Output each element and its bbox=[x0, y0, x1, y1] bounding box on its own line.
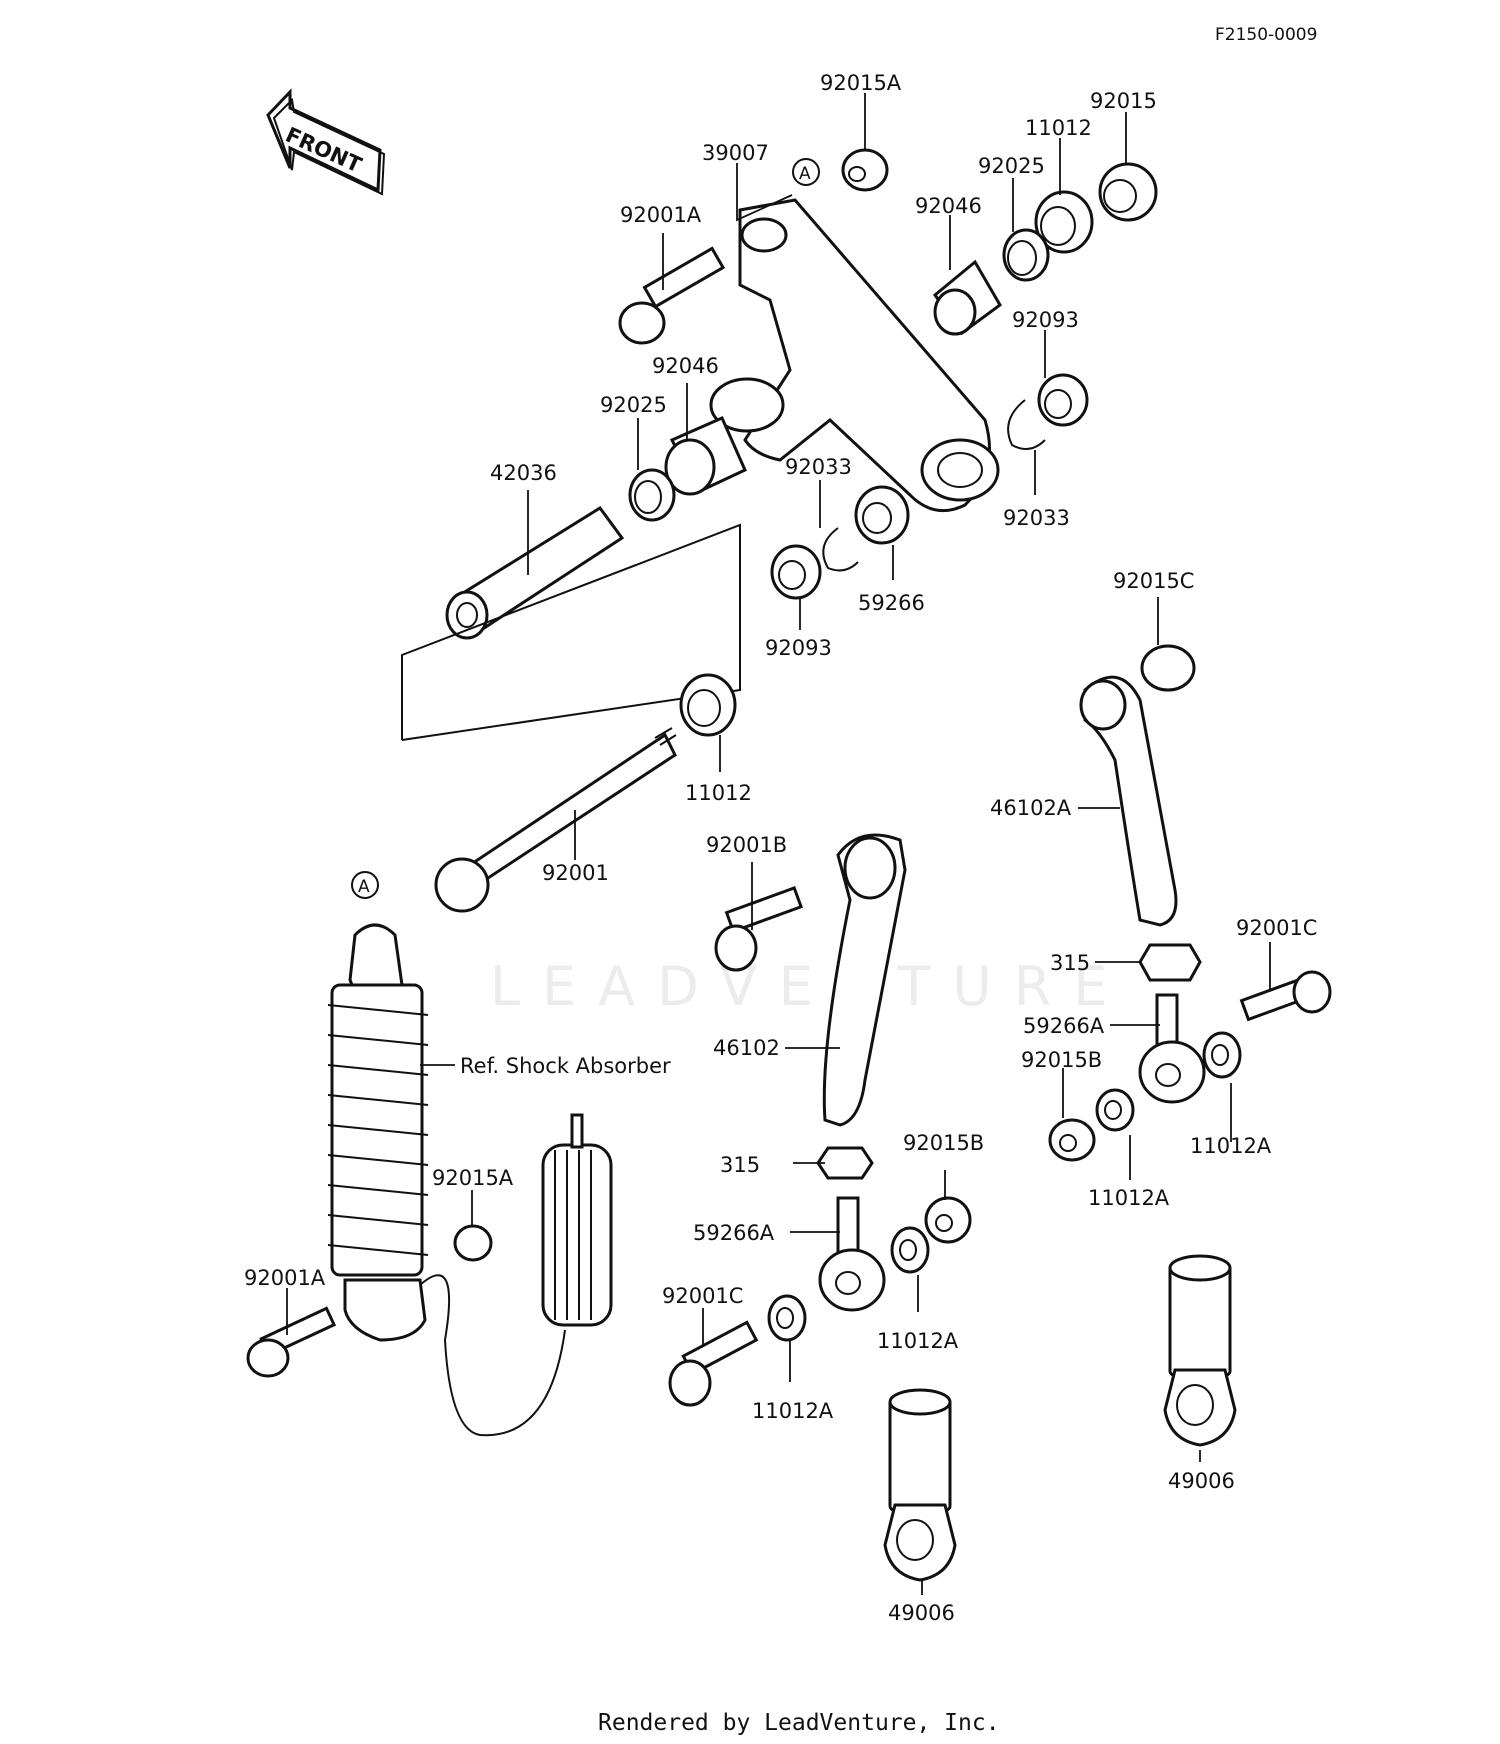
circlip-92033-mid bbox=[822, 527, 859, 572]
label-92033-right: 92033 bbox=[1003, 506, 1070, 530]
label-92001C-mid: 92001C bbox=[662, 1284, 743, 1308]
nut-315-mid bbox=[816, 1146, 874, 1180]
label-92093-left: 92093 bbox=[765, 636, 832, 660]
label-11012A-m2: 11012A bbox=[877, 1329, 959, 1353]
bearing-11012-top bbox=[1034, 190, 1094, 254]
bracket-lines bbox=[401, 523, 741, 741]
rod-end-59266A-mid bbox=[818, 1196, 886, 1312]
pipe-42036 bbox=[445, 505, 625, 640]
seal-92093-left bbox=[770, 544, 822, 600]
label-92046-right: 92046 bbox=[915, 194, 982, 218]
bearing-59266 bbox=[854, 485, 910, 545]
label-59266A-right: 59266A bbox=[1023, 1014, 1105, 1038]
label-59266: 59266 bbox=[858, 591, 925, 615]
bolt-92001 bbox=[434, 727, 677, 913]
label-92015C: 92015C bbox=[1113, 569, 1194, 593]
footer-credit: Rendered by LeadVenture, Inc. bbox=[598, 1710, 1000, 1736]
label-92033-mid: 92033 bbox=[785, 455, 852, 479]
label-46102A: 46102A bbox=[990, 796, 1072, 820]
shock-absorber bbox=[327, 923, 613, 1437]
washer-11012A-r2 bbox=[1095, 1088, 1135, 1132]
label-11012A-m1: 11012A bbox=[752, 1399, 834, 1423]
label-92093-right: 92093 bbox=[1012, 308, 1079, 332]
diagram-id: F2150-0009 bbox=[1215, 25, 1317, 45]
label-ref-shock: Ref. Shock Absorber bbox=[460, 1054, 671, 1078]
nut-315-right bbox=[1138, 943, 1202, 982]
label-92001A-top: 92001A bbox=[620, 203, 702, 227]
seal-92025-left bbox=[628, 468, 676, 522]
tie-rod-46102 bbox=[822, 833, 907, 1127]
watermark-text: LEADVENTURE bbox=[490, 955, 1129, 1018]
front-arrow-icon: FRONT bbox=[266, 88, 386, 196]
leader-lines bbox=[286, 93, 1271, 1595]
bolt-92001A-low bbox=[246, 1306, 337, 1378]
bearing-11012-mid bbox=[679, 673, 737, 737]
collar-92015A-low bbox=[453, 1224, 493, 1262]
collar-92015A-top bbox=[841, 148, 889, 192]
washer-11012A-m2 bbox=[890, 1226, 930, 1274]
part-labels: 92015A 92015 11012 39007 92025 92001A 92… bbox=[244, 71, 1317, 1625]
label-92015A-top: 92015A bbox=[820, 71, 902, 95]
callout-marker-shock: A bbox=[351, 871, 379, 899]
collar-92015-top bbox=[1098, 162, 1158, 222]
nut-92015B-right bbox=[1048, 1118, 1096, 1162]
bolt-92001C-mid bbox=[668, 1320, 759, 1407]
label-92025-left: 92025 bbox=[600, 393, 667, 417]
sleeve-92046-left bbox=[664, 416, 747, 496]
rod-end-49006-right bbox=[1163, 1254, 1237, 1447]
label-39007: 39007 bbox=[702, 141, 769, 165]
rocker-arm bbox=[709, 198, 1000, 513]
svg-text:A: A bbox=[799, 164, 811, 184]
label-59266A-mid: 59266A bbox=[693, 1221, 775, 1245]
washer-11012A-r1 bbox=[1202, 1031, 1242, 1079]
label-11012-mid: 11012 bbox=[685, 781, 752, 805]
label-49006-right: 49006 bbox=[1168, 1469, 1235, 1493]
rod-end-49006-mid bbox=[883, 1388, 957, 1582]
svg-text:A: A bbox=[358, 877, 370, 897]
label-92001A-low: 92001A bbox=[244, 1266, 326, 1290]
label-92015B-right: 92015B bbox=[1021, 1048, 1102, 1072]
label-92001C-right: 92001C bbox=[1236, 916, 1317, 940]
label-92015B-mid: 92015B bbox=[903, 1131, 984, 1155]
label-92046-left: 92046 bbox=[652, 354, 719, 378]
label-92015-top: 92015 bbox=[1090, 89, 1157, 113]
nut-92015B-mid bbox=[924, 1196, 972, 1244]
circlip-92033-right bbox=[1007, 399, 1046, 450]
label-49006-mid: 49006 bbox=[888, 1601, 955, 1625]
callout-marker-top: A bbox=[792, 158, 820, 186]
bolt-92001C-right bbox=[1239, 970, 1332, 1022]
collar-92015C bbox=[1140, 644, 1196, 692]
label-92025-right: 92025 bbox=[978, 154, 1045, 178]
label-92001B: 92001B bbox=[706, 833, 787, 857]
rod-end-59266A-right bbox=[1138, 993, 1206, 1104]
label-11012A-r1: 11012A bbox=[1190, 1134, 1272, 1158]
label-315-right: 315 bbox=[1050, 951, 1090, 975]
washer-11012A-m1 bbox=[767, 1294, 807, 1342]
label-11012-top: 11012 bbox=[1025, 116, 1092, 140]
label-42036: 42036 bbox=[490, 461, 557, 485]
bolt-92001B bbox=[714, 886, 804, 972]
label-92015A-low: 92015A bbox=[432, 1166, 514, 1190]
sleeve-92046-right bbox=[932, 259, 1002, 336]
label-315-mid: 315 bbox=[720, 1153, 760, 1177]
label-92001: 92001 bbox=[542, 861, 609, 885]
seal-92025-right bbox=[1002, 228, 1050, 282]
label-46102: 46102 bbox=[713, 1036, 780, 1060]
bolt-92001A-top bbox=[618, 246, 726, 345]
seal-92093-right bbox=[1037, 373, 1089, 427]
tie-rod-46102A bbox=[1079, 675, 1178, 927]
label-11012A-r2: 11012A bbox=[1088, 1186, 1170, 1210]
